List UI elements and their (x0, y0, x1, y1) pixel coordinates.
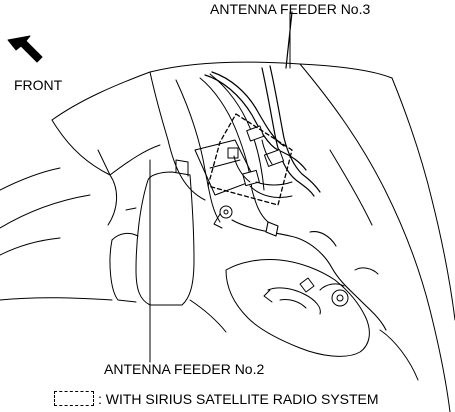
lower-lamp-assembly (225, 259, 379, 357)
mounting-clip (213, 205, 233, 229)
leader-lines (149, 11, 291, 363)
feeder-connectors (227, 125, 293, 199)
antenna-feeder-lower-cable (231, 219, 387, 331)
legend-text: : WITH SIRIUS SATELLITE RADIO SYSTEM (98, 391, 379, 407)
antenna-feeder-no3-cable (204, 11, 321, 197)
floor-outline (0, 149, 419, 381)
side-cover-panel (109, 159, 195, 306)
front-label: FRONT (14, 77, 63, 93)
antenna-feeder-no3-label: ANTENNA FEEDER No.3 (210, 1, 371, 17)
legend-dashed-box (54, 391, 94, 406)
front-arrow-icon (7, 35, 43, 63)
pillar-trim (175, 73, 269, 223)
legend: : WITH SIRIUS SATELLITE RADIO SYSTEM (54, 388, 450, 408)
antenna-feeder-no2-label: ANTENNA FEEDER No.2 (104, 361, 265, 377)
body-panel-outline (0, 61, 455, 412)
sirius-dashed-region (207, 113, 293, 206)
